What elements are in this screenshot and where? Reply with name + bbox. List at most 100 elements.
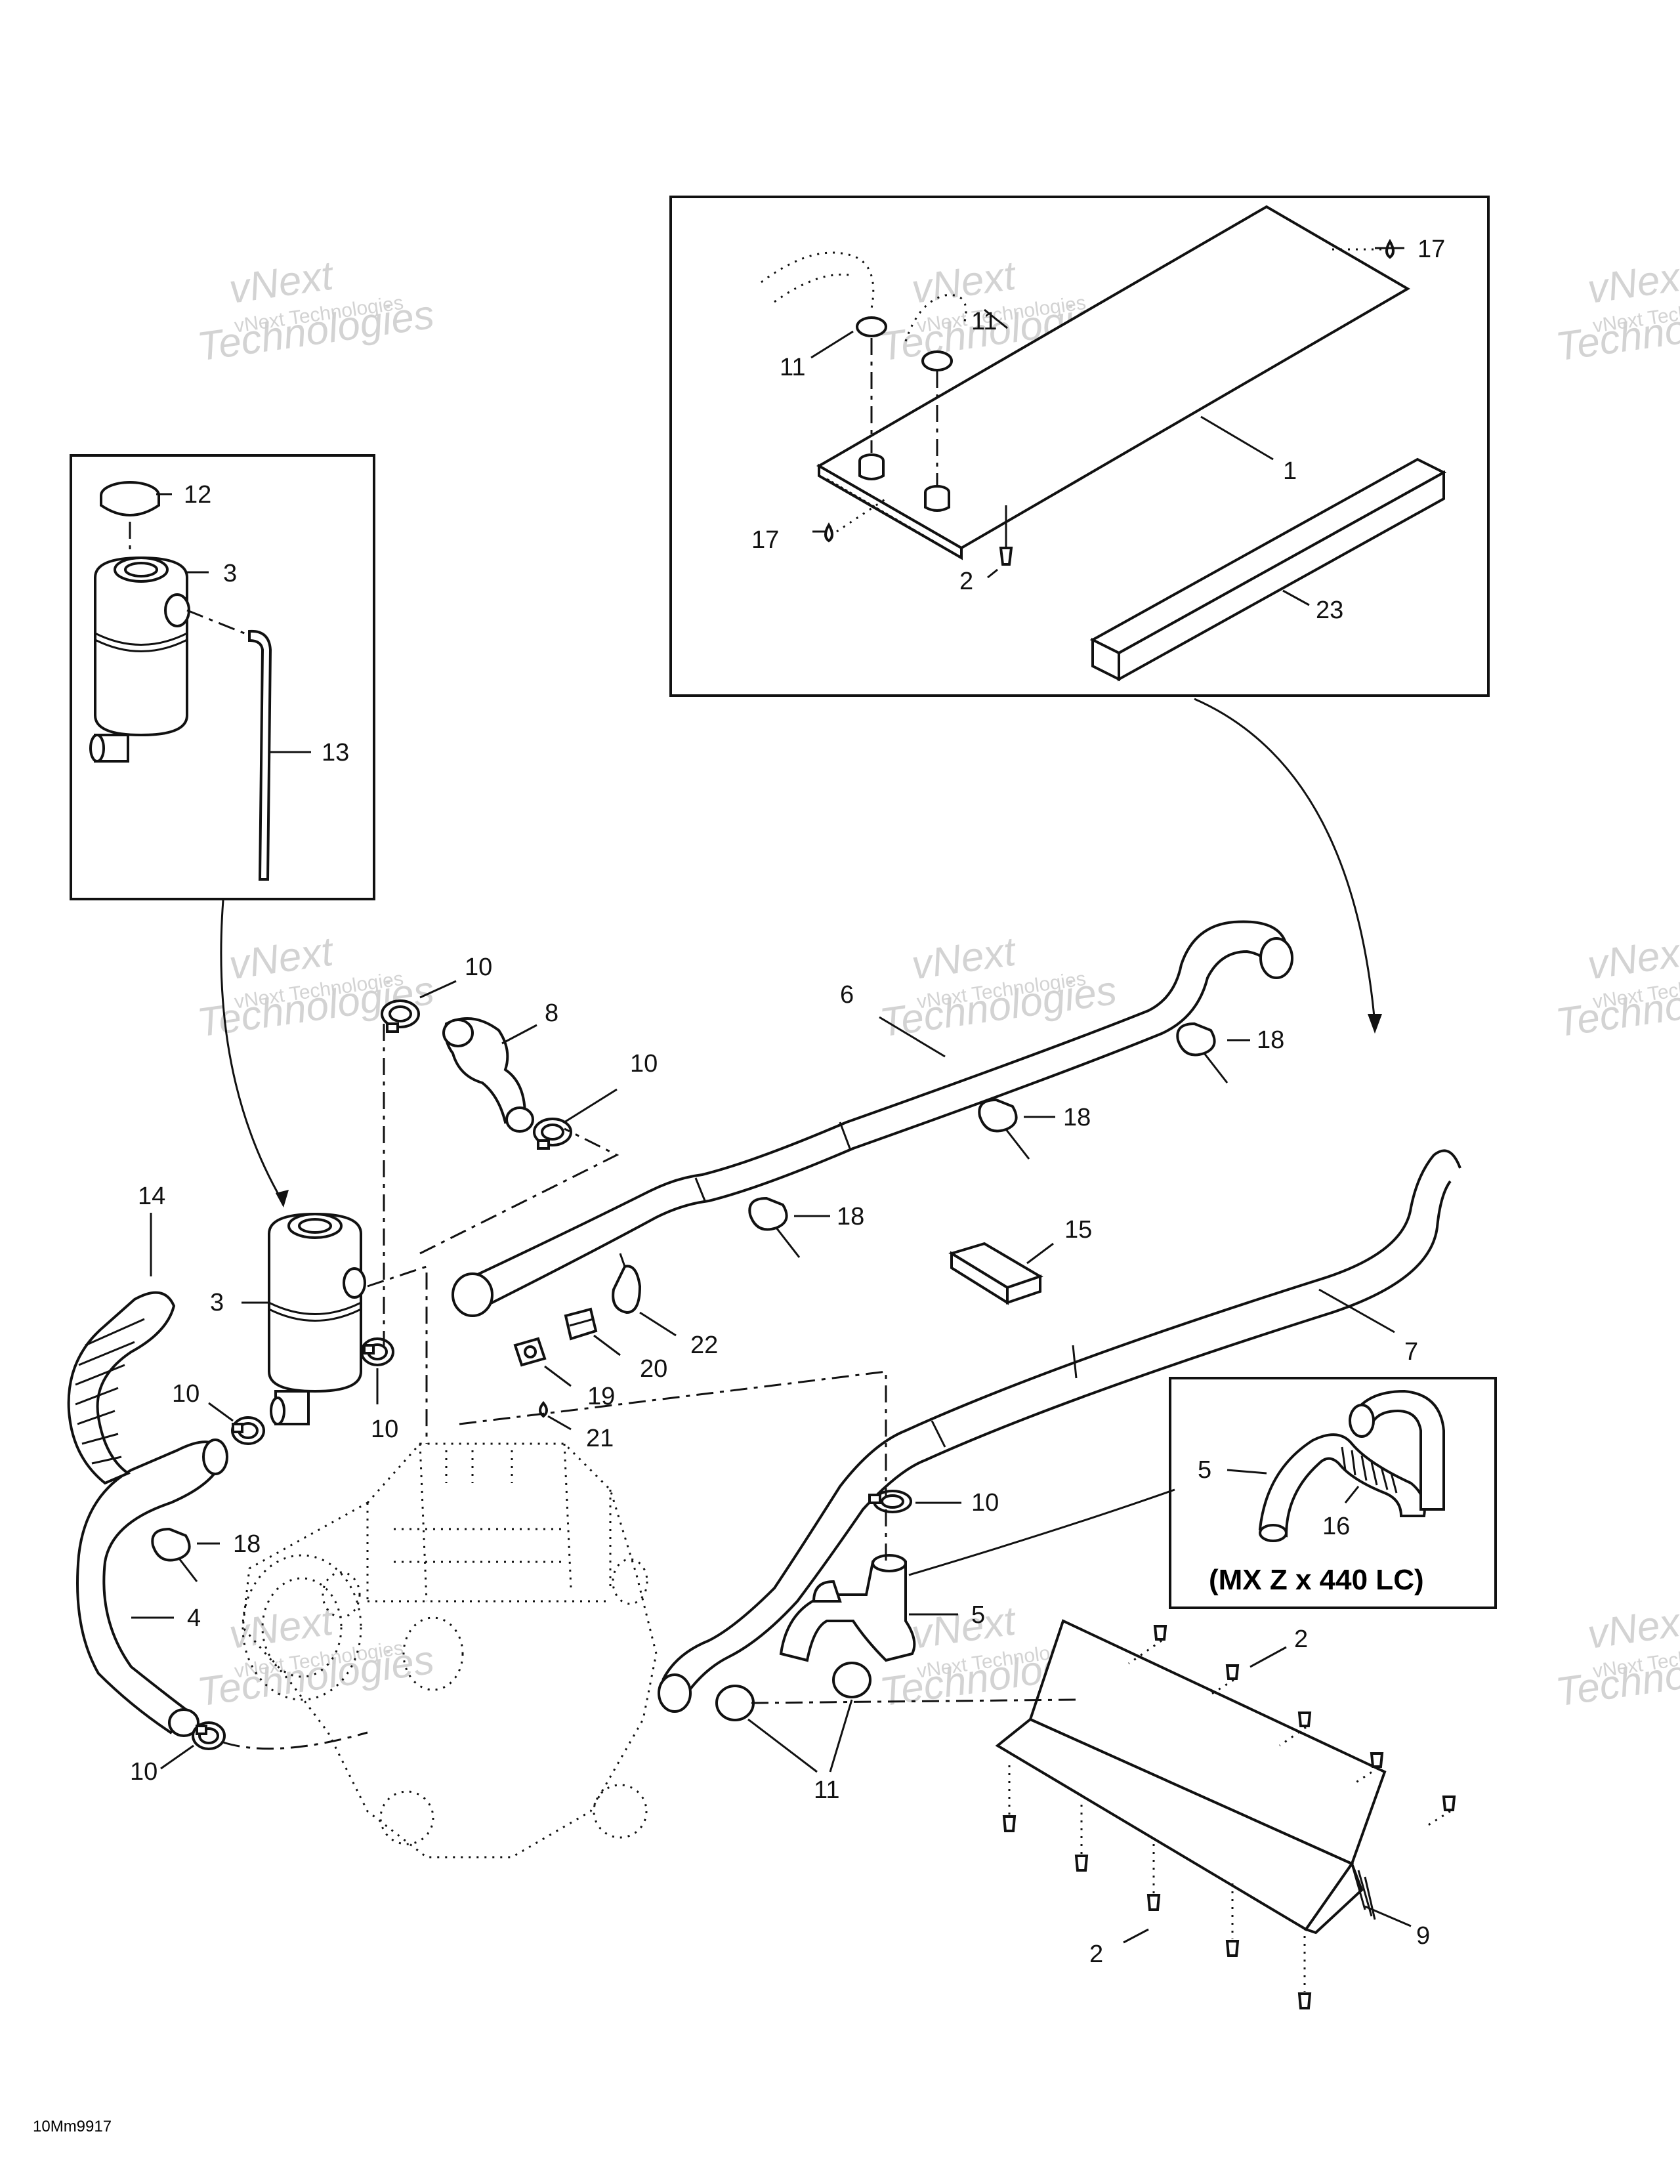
watermark: vNext Technologies vNext Technologies [1553, 1598, 1680, 1715]
screw [1074, 1855, 1089, 1872]
phantom-hose [774, 273, 854, 303]
callout-16: 16 [1322, 1513, 1350, 1540]
svg-text:vNext: vNext [1585, 253, 1680, 312]
watermark: vNext Technologies vNext Technologies [1553, 253, 1680, 369]
reservoir-inset-frame [70, 454, 375, 900]
hose-clamp-10 [381, 999, 420, 1033]
radiator-plate [816, 205, 1410, 550]
assembly-line [186, 609, 250, 637]
hose-clamp-11 [715, 1685, 755, 1721]
callout-10: 10 [130, 1758, 158, 1786]
radiator-fitting [858, 453, 885, 480]
screw [1153, 1625, 1167, 1641]
screw [999, 505, 1013, 566]
rubber-strip-side [1118, 470, 1445, 682]
coolant-reservoir [268, 1212, 366, 1425]
callout-11: 11 [780, 354, 805, 381]
callout-4: 4 [187, 1605, 201, 1632]
coolant-hose-6 [452, 920, 1293, 1317]
arrowhead-icon [1368, 1014, 1382, 1034]
assembly-line [367, 1265, 428, 1444]
callout-18: 18 [1257, 1026, 1284, 1054]
screw [1146, 1894, 1161, 1911]
callout-5: 5 [1198, 1456, 1211, 1484]
callouts: 10 8 10 6 18 18 18 15 7 14 3 10 10 18 4 … [130, 954, 1430, 1968]
radiator-fins [826, 478, 946, 549]
drawing-code: 10Mm9917 [33, 2118, 112, 2135]
callout-21: 21 [586, 1425, 614, 1452]
callout-10: 10 [371, 1416, 398, 1443]
sealant-drop-icon [824, 522, 833, 543]
callout-6: 6 [840, 981, 854, 1009]
coolant-hose-8 [442, 1017, 534, 1133]
arrowhead-icon [276, 1190, 289, 1208]
screw [1225, 1940, 1240, 1957]
callout-2: 2 [1294, 1626, 1308, 1653]
coolant-hose-4 [76, 1438, 228, 1737]
variant-inset-frame [1169, 1377, 1497, 1609]
reservoir-cap [100, 481, 160, 516]
screw [1442, 1796, 1456, 1811]
reference-arrow [1194, 698, 1376, 1024]
callout-11: 11 [971, 308, 997, 335]
hose-clamp-10 [868, 1490, 912, 1513]
callout-2: 2 [959, 568, 973, 595]
hose-clamp-11 [856, 316, 887, 337]
hose-clamp-11 [832, 1662, 872, 1698]
callout-18: 18 [233, 1530, 261, 1558]
screw [1002, 1815, 1017, 1832]
callout-19: 19 [587, 1383, 615, 1410]
coolant-reservoir [89, 556, 190, 763]
callout-13: 13 [322, 739, 349, 766]
hose-clamp-10 [231, 1416, 265, 1445]
radiator-inset: 17 1 17 11 11 2 23 [669, 196, 1490, 697]
callout-1: 1 [1283, 457, 1297, 485]
radiator-shroud-9 [995, 1619, 1387, 1935]
sensor-connector [564, 1307, 598, 1341]
assembly-line [459, 1370, 887, 1496]
foam-block-15 [948, 1242, 1043, 1305]
sealant-drop-icon [1385, 239, 1395, 259]
screw-path [1128, 1639, 1451, 1829]
callout-18: 18 [837, 1203, 864, 1230]
cable-tie-18 [151, 1527, 198, 1582]
phantom-hose [761, 251, 875, 309]
radiator-inset-frame [669, 196, 1490, 697]
hose-clamp-10 [360, 1337, 394, 1366]
callout-2: 2 [1089, 1941, 1103, 1968]
assembly-line [751, 1698, 1077, 1704]
callout-17: 17 [1418, 236, 1445, 263]
watermark: vNext Technologies vNext Technologies [195, 253, 437, 369]
engine-phantom [242, 1442, 658, 1858]
rubber-strip [1089, 457, 1447, 655]
cable-tie-18 [748, 1196, 801, 1258]
assembly-line [222, 1731, 368, 1750]
watermark: vNext Technologies vNext Technologies [1553, 929, 1680, 1045]
callout-23: 23 [1316, 597, 1343, 624]
reservoir-inset: 12 3 13 [70, 454, 375, 900]
temperature-sensor [513, 1337, 547, 1367]
svg-text:vNext: vNext [1585, 929, 1680, 988]
callout-10: 10 [971, 1489, 999, 1517]
cable-tie-18 [978, 1098, 1030, 1160]
callout-5: 5 [971, 1601, 985, 1629]
screw-path [1008, 1765, 1306, 1992]
callout-18: 18 [1063, 1104, 1091, 1131]
callout-11: 11 [814, 1776, 839, 1804]
callout-12: 12 [184, 481, 211, 509]
callout-22: 22 [690, 1332, 718, 1359]
callout-10: 10 [630, 1050, 658, 1078]
hose-clamp-11 [921, 350, 953, 371]
coolant-hose-7 [658, 1149, 1461, 1713]
callout-15: 15 [1064, 1216, 1092, 1244]
phantom-hose [904, 294, 967, 342]
screw [1297, 1712, 1312, 1727]
callout-10: 10 [465, 954, 492, 981]
screw [1297, 1992, 1312, 2009]
tie-wrap-22 [612, 1253, 642, 1314]
coolant-hose-5-variant [1258, 1389, 1445, 1542]
assembly-line [419, 1127, 620, 1255]
variant-inset: 5 16 (MX Z x 440 LC) [1169, 1377, 1497, 1609]
callout-17: 17 [751, 526, 779, 554]
